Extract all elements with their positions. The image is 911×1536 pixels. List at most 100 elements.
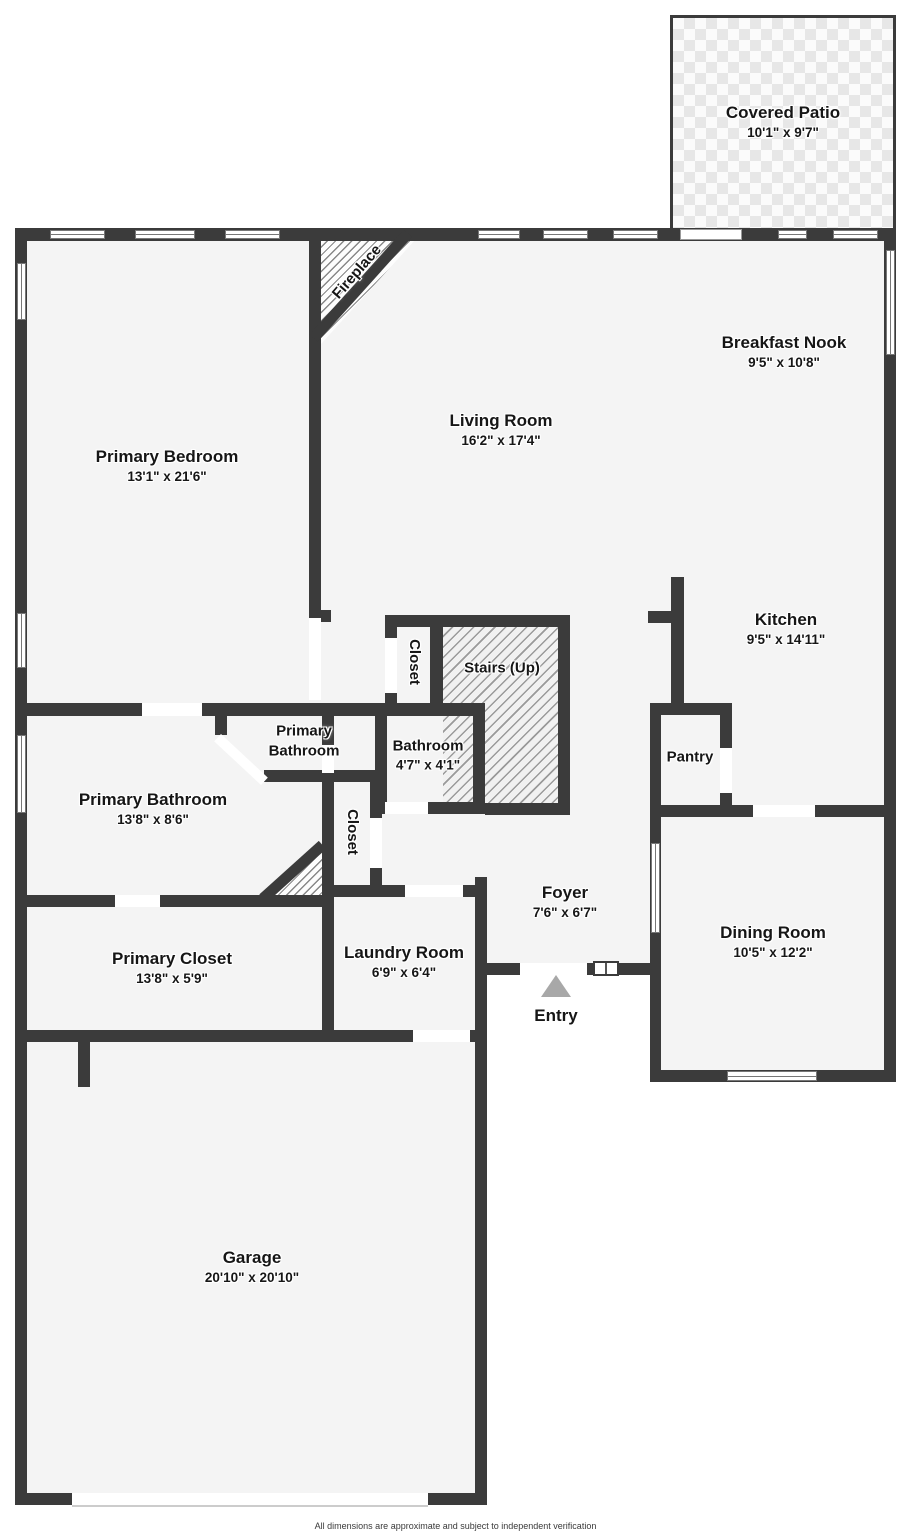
wall bbox=[15, 228, 27, 1505]
room-dims: 13'8" x 8'6" bbox=[117, 812, 189, 828]
room-label-garage: Garage 20'10" x 20'10" bbox=[205, 1247, 299, 1287]
room-name: Primary Bedroom bbox=[95, 447, 239, 467]
room-name: Entry bbox=[534, 1005, 578, 1025]
room-name: Primary Closet bbox=[112, 949, 232, 969]
floor-area-garage bbox=[15, 1030, 487, 1505]
door-opening bbox=[322, 745, 334, 773]
garage-door-opening bbox=[72, 1493, 428, 1507]
wall bbox=[322, 885, 334, 1042]
wall bbox=[15, 703, 485, 716]
room-label-breakfast-nook: Breakfast Nook 9'5" x 10'8" bbox=[722, 332, 847, 372]
door-opening bbox=[385, 802, 428, 814]
window bbox=[17, 735, 26, 813]
window bbox=[50, 230, 105, 239]
room-dims: 9'5" x 14'11" bbox=[746, 632, 826, 648]
floor-area-dining bbox=[650, 805, 896, 1082]
room-dims: 13'1" x 21'6" bbox=[127, 469, 207, 485]
floor-area-bath-wing bbox=[15, 700, 487, 1042]
room-name: Foyer bbox=[541, 883, 589, 903]
wall bbox=[15, 1030, 487, 1042]
window bbox=[478, 230, 520, 239]
room-dims: 7'6" x 6'7" bbox=[532, 905, 598, 921]
room-dims: 20'10" x 20'10" bbox=[204, 1270, 300, 1286]
door-opening bbox=[115, 895, 160, 907]
room-label-primary-bathroom-wc: Primary Bathroom bbox=[244, 722, 364, 761]
wall bbox=[884, 228, 896, 1082]
door-opening bbox=[753, 805, 815, 817]
wall bbox=[215, 703, 227, 735]
window bbox=[543, 230, 588, 239]
wall bbox=[430, 615, 443, 715]
room-name: Closet bbox=[405, 639, 423, 685]
room-dims: 16'2" x 17'4" bbox=[461, 433, 541, 449]
room-label-living-room: Living Room 16'2" x 17'4" bbox=[450, 410, 553, 450]
room-label-covered-patio: Covered Patio 10'1" x 9'7" bbox=[726, 102, 840, 142]
stairs-hatch bbox=[443, 627, 558, 805]
sliding-door bbox=[680, 229, 742, 240]
window bbox=[17, 613, 26, 668]
room-name: Dining Room bbox=[720, 923, 826, 943]
wall bbox=[650, 703, 661, 817]
door-opening bbox=[385, 638, 397, 693]
room-name: Covered Patio bbox=[725, 103, 841, 123]
door-opening bbox=[370, 818, 382, 868]
wall bbox=[78, 1042, 90, 1087]
room-label-laundry-room: Laundry Room 6'9" x 6'4" bbox=[344, 942, 464, 982]
room-name: Stairs (Up) bbox=[464, 659, 540, 677]
door-opening bbox=[720, 748, 732, 793]
wall bbox=[15, 895, 334, 907]
room-label-foyer: Foyer 7'6" x 6'7" bbox=[533, 882, 597, 922]
room-label-stairs-up: Stairs (Up) bbox=[464, 658, 540, 678]
room-name: Pantry bbox=[666, 748, 714, 766]
entry-arrow-icon bbox=[541, 975, 571, 997]
room-label-closet-hall: Closet bbox=[342, 809, 362, 855]
room-name: Closet bbox=[343, 809, 361, 855]
room-name: Bathroom bbox=[392, 737, 464, 755]
door-opening bbox=[142, 703, 202, 716]
door-opening bbox=[405, 885, 463, 897]
room-label-bathroom: Bathroom 4'7" x 4'1" bbox=[393, 736, 464, 773]
room-name: Kitchen bbox=[754, 610, 818, 630]
door-opening bbox=[520, 963, 587, 975]
wall bbox=[671, 577, 684, 712]
room-name: Primary Bathroom bbox=[78, 790, 228, 810]
wall bbox=[475, 1030, 487, 1505]
wall bbox=[485, 803, 570, 815]
window bbox=[613, 230, 658, 239]
room-dims: 6'9" x 6'4" bbox=[371, 965, 437, 981]
room-name: Laundry Room bbox=[344, 943, 464, 963]
room-dims: 4'7" x 4'1" bbox=[395, 756, 461, 772]
room-name: Living Room bbox=[449, 411, 553, 431]
wall bbox=[385, 615, 570, 627]
window bbox=[886, 250, 895, 355]
room-dims: 10'5" x 12'2" bbox=[733, 945, 813, 961]
window bbox=[727, 1071, 817, 1081]
wall bbox=[650, 805, 661, 1082]
door-opening bbox=[413, 1030, 470, 1042]
wall bbox=[558, 615, 570, 815]
room-label-closet-stairs: Closet bbox=[404, 639, 424, 685]
room-label-primary-closet: Primary Closet 13'8" x 5'9" bbox=[112, 948, 232, 988]
room-dims: 9'5" x 10'8" bbox=[748, 355, 820, 371]
room-name: Breakfast Nook bbox=[721, 333, 847, 353]
room-dims: 13'8" x 5'9" bbox=[136, 971, 208, 987]
window bbox=[778, 230, 807, 239]
room-name: Garage bbox=[222, 1248, 282, 1268]
room-label-entry: Entry bbox=[534, 1005, 577, 1027]
room-dims: 10'1" x 9'7" bbox=[747, 125, 819, 141]
wall bbox=[650, 703, 732, 715]
room-label-primary-bedroom: Primary Bedroom 13'1" x 21'6" bbox=[96, 446, 239, 486]
room-name: Primary Bathroom bbox=[268, 722, 340, 760]
wall bbox=[375, 703, 387, 814]
entry-door-icon bbox=[593, 961, 619, 976]
wall bbox=[475, 877, 487, 1042]
window bbox=[833, 230, 878, 239]
room-label-primary-bathroom: Primary Bathroom 13'8" x 8'6" bbox=[79, 789, 227, 829]
window bbox=[135, 230, 195, 239]
room-label-kitchen: Kitchen 9'5" x 14'11" bbox=[747, 609, 826, 649]
floor-area-foyer bbox=[475, 805, 660, 975]
wall bbox=[648, 611, 673, 623]
window bbox=[651, 843, 660, 933]
window bbox=[225, 230, 280, 239]
